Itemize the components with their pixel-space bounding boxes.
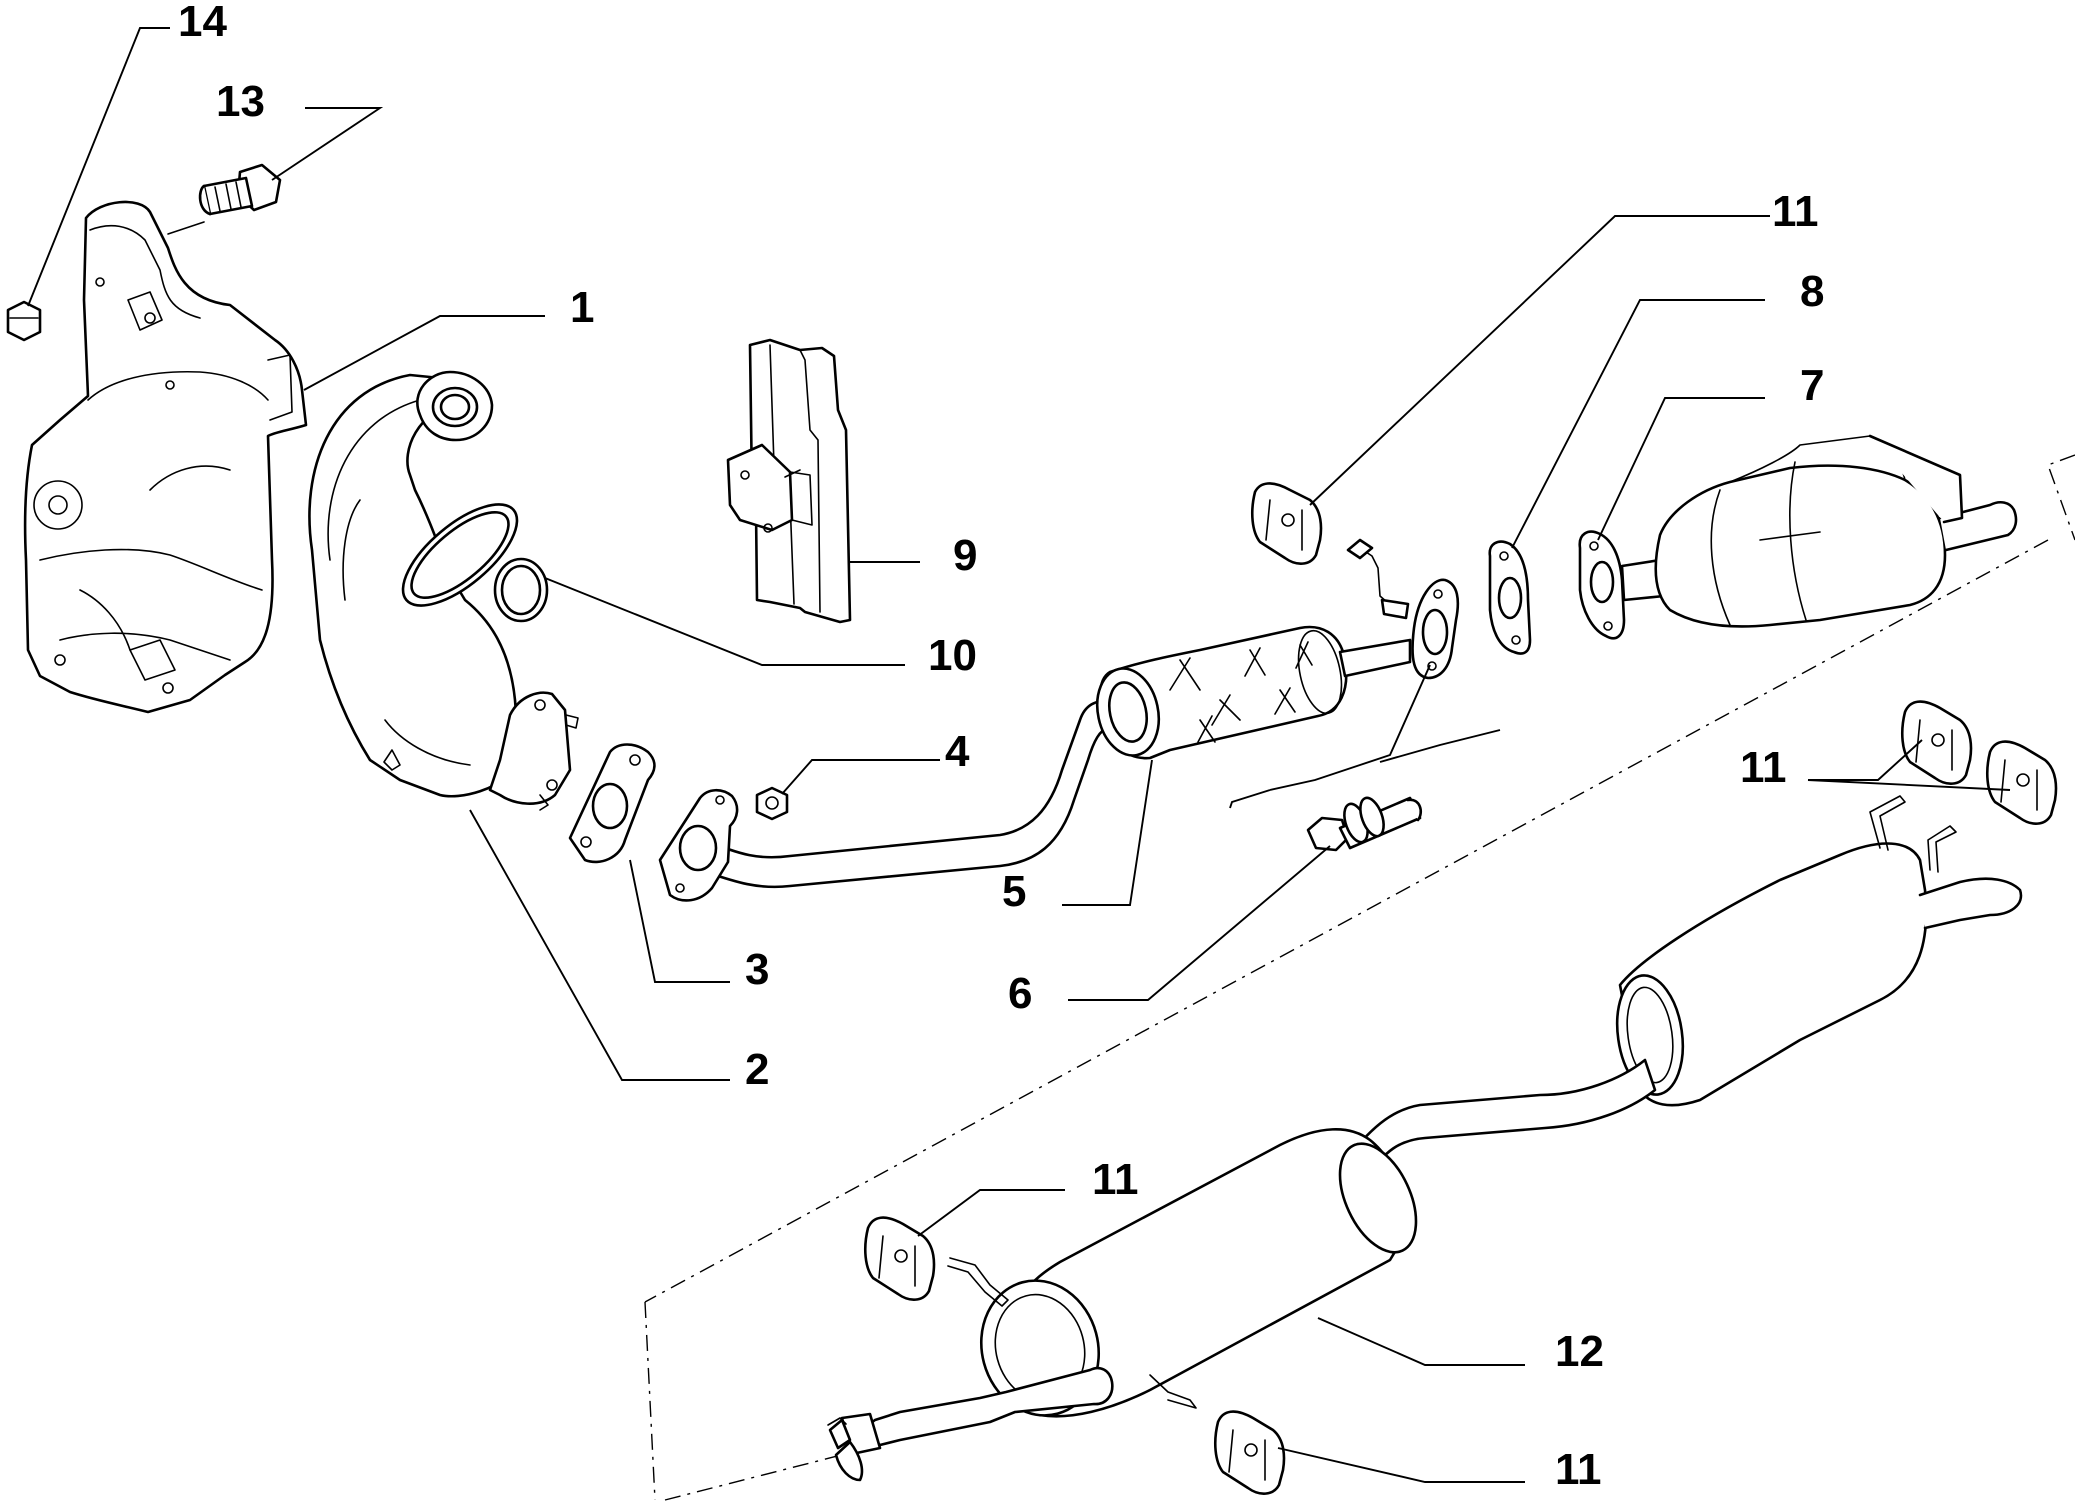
callout-3: 3 [745,945,769,994]
leader-1 [303,315,545,391]
leader-5 [1062,759,1153,906]
callout-10: 10 [928,631,977,680]
leader-13 [271,107,384,181]
leader-4 [781,759,940,795]
callout-13: 13 [216,77,265,126]
part-2-downpipe-catalyst [308,370,579,811]
callout-14: 14 [178,0,227,46]
callout-12: 12 [1555,1327,1604,1376]
callout-11-bottom: 11 [1555,1445,1602,1494]
leader-8 [1511,299,1765,549]
callout-11-lower: 11 [1092,1155,1139,1204]
part-11-mount-top [1250,482,1323,565]
callout-4: 4 [945,727,970,776]
leader-7 [1597,397,1765,541]
part-10-o-ring [493,557,549,623]
callout-5: 5 [1002,867,1026,916]
part-8-gasket [1488,540,1532,655]
leader-3 [629,859,730,983]
part-13-bolt [198,163,282,216]
part-5-front-pipe [658,538,1460,902]
callout-9: 9 [953,531,977,580]
part-12-silencer-assembly [827,795,2023,1482]
callout-11-right: 11 [1740,743,1787,792]
part-7-catalytic-converter [1578,434,2018,640]
part-14-nut [6,300,42,342]
part-3-gasket [568,743,656,864]
part-6-bolt-spring [1306,796,1422,852]
part-9-bracket [726,338,852,624]
callout-labels: 14 13 1 9 10 4 5 3 6 2 11 8 7 11 11 12 1… [178,0,1824,1494]
leader-11-top [1309,215,1770,506]
leader-6 [1068,845,1331,1001]
callout-7: 7 [1800,361,1824,410]
callout-2: 2 [745,1045,769,1094]
callout-1: 1 [570,283,594,332]
leader-14 [27,27,170,307]
part-4-nut [755,786,789,821]
part-11-mount-right-a [1900,700,1973,785]
part-11-mount-bottom [1213,1410,1286,1495]
leader-2 [469,809,730,1081]
leader-12 [1317,1317,1525,1366]
part-11-mount-right-b [1985,740,2058,825]
leader-10 [544,577,905,666]
callout-11-top: 11 [1772,187,1819,236]
callout-8: 8 [1800,267,1824,316]
callout-6: 6 [1008,969,1032,1018]
leader-11-right [1808,739,1923,781]
part-11-mount-lower [863,1216,936,1301]
leader-11-lower [917,1189,1065,1237]
part-1-heat-shield [23,200,308,714]
leader-11-bottom [1277,1447,1525,1483]
leader-lines [27,27,2011,1483]
